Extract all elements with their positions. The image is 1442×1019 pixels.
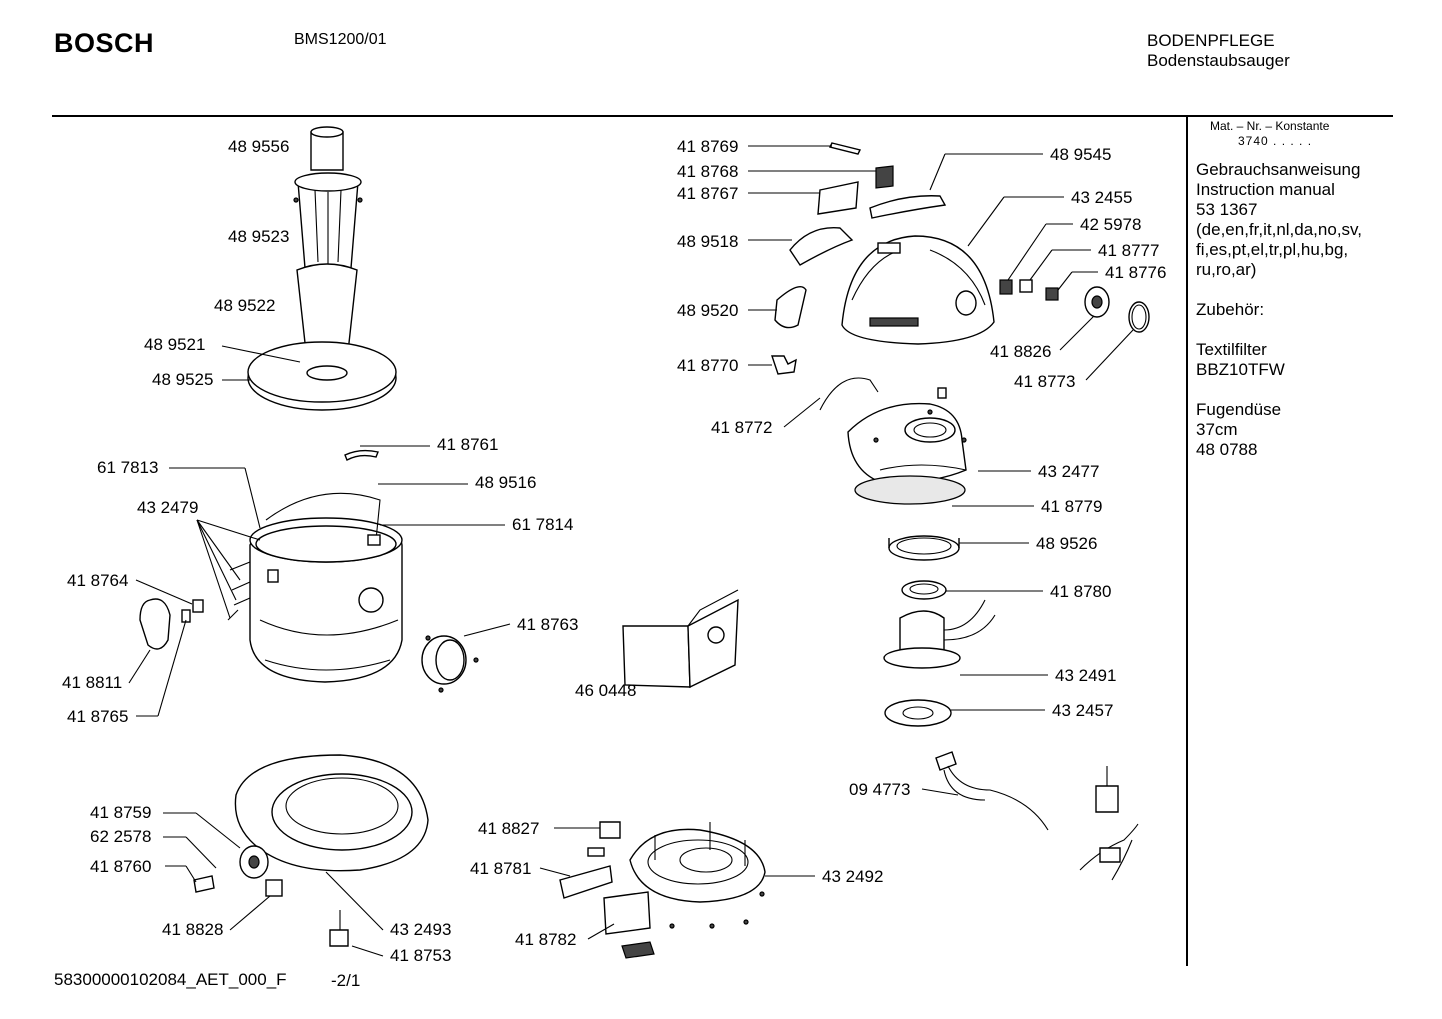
part-label: 41 8828: [162, 920, 223, 939]
part-label: 41 8781: [470, 859, 531, 878]
manual-line: Gebrauchsanweisung: [1196, 160, 1361, 179]
part-label: 46 0448: [575, 681, 636, 700]
part-label: 41 8764: [67, 571, 128, 590]
part-label: 41 8827: [478, 819, 539, 838]
part-label: 41 8763: [517, 615, 578, 634]
part-label: 41 8759: [90, 803, 151, 822]
sidebar-notes: Gebrauchsanweisung Instruction manual 53…: [1196, 160, 1362, 480]
mat-number-heading: Mat. – Nr. – Konstante: [1210, 119, 1330, 133]
motor-housing-illustration: [847, 387, 996, 727]
accessory-textile-filter: Textilfilter BBZ10TFW: [1196, 340, 1362, 380]
part-label: 41 8767: [677, 184, 738, 203]
accessory-line: Textilfilter: [1196, 340, 1267, 359]
manual-line: ru,ro,ar): [1196, 260, 1257, 279]
base-plate-illustration: [559, 821, 766, 959]
part-label: 43 2477: [1038, 462, 1099, 481]
part-label: 41 8765: [67, 707, 128, 726]
part-label: 43 2491: [1055, 666, 1116, 685]
part-label: 48 9545: [1050, 145, 1111, 164]
part-label: 43 2493: [390, 920, 451, 939]
part-label: 48 9522: [214, 296, 275, 315]
part-label: 41 8782: [515, 930, 576, 949]
accessories-block: Zubehör:: [1196, 300, 1362, 320]
part-label: 41 8777: [1098, 241, 1159, 260]
part-label: 61 7813: [97, 458, 158, 477]
part-label: 41 8773: [1014, 372, 1075, 391]
part-label: 41 8776: [1105, 263, 1166, 282]
chassis-base-illustration: [193, 754, 429, 947]
part-label: 41 8811: [62, 673, 122, 692]
page-number: -2/1: [331, 971, 361, 990]
part-label: 48 9526: [1036, 534, 1097, 553]
part-label: 42 5978: [1080, 215, 1141, 234]
manual-line: Instruction manual: [1196, 180, 1335, 199]
part-label: 62 2578: [90, 827, 151, 846]
part-label: 61 7814: [512, 515, 573, 534]
part-label: 48 9523: [228, 227, 289, 246]
manual-line: (de,en,fr,it,nl,da,no,sv,: [1196, 220, 1362, 239]
power-cord-illustration: [935, 751, 1139, 881]
accessory-line: BBZ10TFW: [1196, 360, 1285, 379]
part-label: 43 2455: [1071, 188, 1132, 207]
brand-logo: BOSCH: [54, 28, 155, 58]
part-label: 41 8770: [677, 356, 738, 375]
accessory-line: 37cm: [1196, 420, 1238, 439]
part-label: 43 2457: [1052, 701, 1113, 720]
document-code: 58300000102084_AET_000_F: [54, 970, 287, 989]
part-label: 41 8761: [437, 435, 498, 454]
part-label: 48 9516: [475, 473, 536, 492]
category-subtitle: Bodenstaubsauger: [1147, 51, 1290, 70]
model-number: BMS1200/01: [294, 31, 387, 48]
part-label: 43 2479: [137, 498, 198, 517]
part-label: 48 9556: [228, 137, 289, 156]
part-label: 41 8760: [90, 857, 151, 876]
manual-line: fi,es,pt,el,tr,pl,hu,bg,: [1196, 240, 1349, 259]
accessory-line: 48 0788: [1196, 440, 1258, 459]
lid-assembly-illustration: [771, 142, 1150, 411]
part-label: 41 8753: [390, 946, 451, 965]
part-label: 41 8768: [677, 162, 738, 181]
part-label: 48 9518: [677, 232, 738, 251]
accessory-line: Fugendüse: [1196, 400, 1282, 419]
category-title: BODENPFLEGE: [1147, 31, 1275, 50]
manual-line: 53 1367: [1196, 200, 1258, 219]
filter-tower-illustration: [247, 126, 397, 411]
manual-block: Gebrauchsanweisung Instruction manual 53…: [1196, 160, 1362, 280]
part-label: 41 8779: [1041, 497, 1102, 516]
mat-number-value: 3740 . . . . .: [1238, 134, 1313, 148]
filter-bag-illustration: [622, 589, 739, 689]
part-label: 48 9525: [152, 370, 213, 389]
part-label: 48 9521: [144, 335, 205, 354]
accessories-heading: Zubehör:: [1196, 300, 1265, 319]
part-label: 41 8769: [677, 137, 738, 156]
part-label: 09 4773: [849, 780, 910, 799]
part-label: 41 8772: [711, 418, 772, 437]
part-label: 48 9520: [677, 301, 738, 320]
part-label: 43 2492: [822, 867, 883, 886]
dust-container-illustration: [139, 449, 479, 693]
part-label: 41 8826: [990, 342, 1051, 361]
part-label: 41 8780: [1050, 582, 1111, 601]
accessory-crevice-nozzle: Fugendüse 37cm 48 0788: [1196, 400, 1362, 460]
